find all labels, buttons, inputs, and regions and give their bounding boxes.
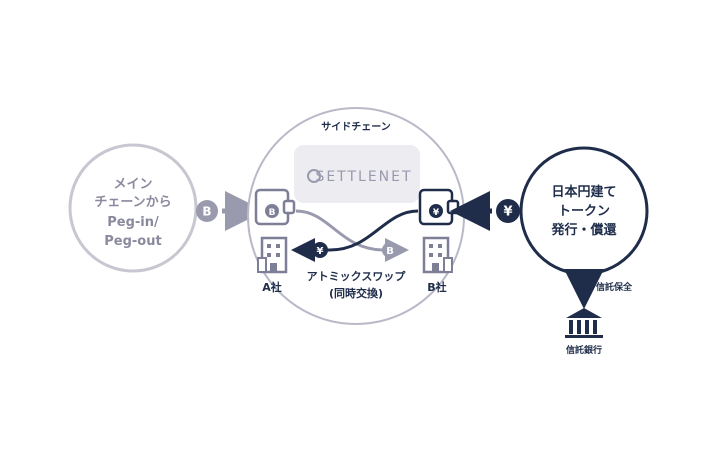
bitcoin-symbol: B (269, 208, 276, 218)
yen-symbol: ¥ (317, 246, 324, 257)
yen-token-line-1: 日本円建て (551, 184, 616, 200)
settlenet-brand: SETTLENET (315, 169, 412, 185)
yen-symbol: ¥ (503, 205, 512, 220)
yen-token-line-3: 発行・償還 (550, 222, 617, 238)
wallet-icon: B (254, 188, 296, 226)
bitcoin-symbol: B (202, 205, 211, 219)
trust-custody-label: 信託保全 (596, 281, 633, 293)
bank-icon (565, 308, 603, 338)
yen-token-line-2: トークン (558, 204, 610, 219)
main-chain-line-1: メイン (113, 177, 152, 192)
swap-arrow-bitcoin (295, 209, 409, 262)
atomic-swap-sublabel: (同時交換) (329, 286, 383, 300)
main-chain-node: メイン チェーンから Peg-in/ Peg-out (68, 143, 198, 273)
yen-symbol: ¥ (433, 208, 440, 218)
sidechain-title: サイドチェーン (321, 121, 391, 133)
yen-token-node: 日本円建て トークン 発行・償還 (519, 146, 649, 276)
wallet-icon: ¥ (418, 188, 460, 226)
bitcoin-coin-icon: B (196, 200, 218, 222)
main-chain-line-4: Peg-out (104, 234, 161, 249)
trust-bank-label: 信託銀行 (566, 344, 602, 356)
company-a-label: A社 (262, 280, 282, 294)
settlenet-logo: SETTLENET (294, 145, 420, 203)
yen-coin-icon: ¥ (312, 242, 328, 258)
company-b-label: B社 (427, 280, 446, 294)
atomic-swap-label: アトミックスワップ (307, 269, 407, 283)
building-icon (257, 236, 288, 274)
main-chain-line-2: チェーンから (94, 195, 171, 210)
main-chain-line-3: Peg-in/ (107, 215, 159, 230)
swap-arrow-yen (291, 209, 419, 262)
building-icon (422, 236, 453, 274)
bitcoin-coin-icon: B (382, 242, 398, 258)
yen-coin-icon: ¥ (496, 199, 520, 223)
bitcoin-symbol: B (386, 246, 394, 257)
sidechain-node: サイドチェーン SETTLENET B ¥ ¥ (247, 107, 465, 325)
